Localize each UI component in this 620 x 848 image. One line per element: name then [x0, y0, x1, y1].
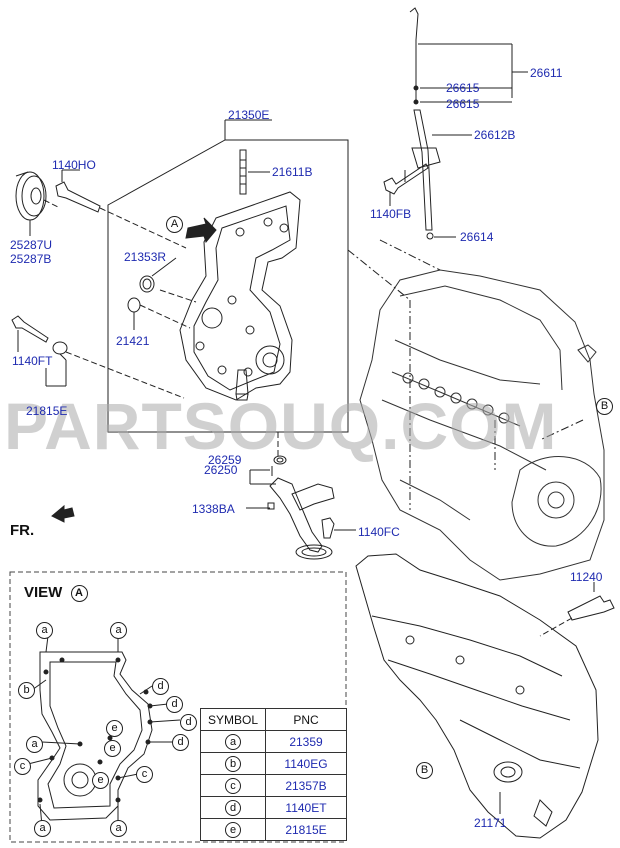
view-mark: a — [26, 736, 43, 753]
view-mark: d — [180, 714, 197, 731]
label-25287b[interactable]: 25287B — [10, 252, 52, 266]
label-21421[interactable]: 21421 — [116, 334, 150, 348]
label-21171[interactable]: 21171 — [474, 816, 507, 830]
table-row: e 21815E — [200, 818, 347, 841]
symbol-mark: d — [225, 799, 241, 816]
symbol-mark: b — [225, 755, 241, 772]
front-direction-label: FR. — [10, 522, 35, 539]
view-a-cover — [37, 651, 153, 821]
view-mark: a — [36, 622, 53, 639]
label-1140ft[interactable]: 1140FT — [12, 354, 53, 368]
label-26611[interactable]: 26611 — [530, 66, 563, 80]
view-mark: a — [34, 820, 51, 837]
view-mark: b — [18, 682, 35, 699]
view-mark: d — [166, 696, 183, 713]
bolt-1140ho — [55, 181, 101, 213]
callout-b-engine: B — [596, 398, 613, 415]
label-25287u[interactable]: 25287U — [10, 238, 53, 252]
oil-pan — [355, 553, 599, 839]
cover-frame — [107, 139, 349, 433]
timing-cover — [179, 191, 301, 401]
symbol-cell: e — [200, 818, 266, 841]
label-26614[interactable]: 26614 — [460, 230, 494, 244]
pnc-cell[interactable]: 1140ET — [265, 796, 347, 819]
label-26259[interactable]: 26259 — [208, 453, 242, 467]
label-21350e[interactable]: 21350E — [228, 108, 270, 122]
oil-strainer — [269, 455, 335, 560]
front-arrow — [51, 504, 75, 523]
view-a-title-text: VIEW — [24, 584, 63, 601]
label-1140ho[interactable]: 1140HO — [52, 158, 96, 172]
view-mark: e — [104, 740, 121, 757]
pnc-cell[interactable]: 1140EG — [265, 752, 347, 775]
symbol-mark: c — [225, 777, 241, 794]
view-a-frame — [9, 571, 347, 843]
table-row: b 1140EG — [200, 752, 347, 775]
symbol-mark: e — [225, 821, 241, 838]
dipstick — [409, 7, 441, 240]
view-mark: d — [152, 678, 169, 695]
bolt-1140ft — [11, 315, 49, 343]
table-row: d 1140ET — [200, 796, 347, 819]
label-21611b[interactable]: 21611B — [272, 165, 313, 179]
symbol-table-header: SYMBOL PNC — [200, 708, 347, 731]
view-mark: e — [92, 772, 109, 789]
damper-pulley — [15, 171, 47, 221]
symbol-table: SYMBOL PNC a 21359 b 1140EG c 21357B d 1… — [200, 708, 347, 841]
symbol-header: SYMBOL — [200, 708, 266, 731]
label-26615-upper[interactable]: 26615 — [446, 81, 480, 95]
label-26612b[interactable]: 26612B — [474, 128, 516, 142]
label-1338ba[interactable]: 1338BA — [192, 502, 235, 516]
view-a-letter: A — [70, 585, 88, 602]
view-mark: a — [110, 820, 127, 837]
label-11240[interactable]: 11240 — [570, 570, 603, 584]
watermark: PARTSOUQ.COM — [4, 389, 558, 463]
engine-block — [359, 269, 605, 581]
view-mark: d — [172, 734, 189, 751]
symbol-mark: a — [225, 733, 241, 750]
pnc-cell[interactable]: 21359 — [265, 730, 347, 753]
view-arrow — [185, 217, 217, 244]
callout-b-pan: B — [416, 762, 433, 779]
callout-a: A — [166, 216, 183, 233]
label-26250[interactable]: 26250 — [204, 463, 238, 477]
label-21815e[interactable]: 21815E — [26, 404, 68, 418]
symbol-cell: a — [200, 730, 266, 753]
label-26615-lower[interactable]: 26615 — [446, 97, 480, 111]
bolt-1140fb — [383, 163, 429, 195]
pnc-cell[interactable]: 21815E — [265, 818, 347, 841]
view-mark: c — [136, 766, 153, 783]
view-a-title: VIEW A — [24, 584, 88, 603]
pnc-header: PNC — [265, 708, 347, 731]
pnc-cell[interactable]: 21357B — [265, 774, 347, 797]
view-mark: e — [106, 720, 123, 737]
bolt-11240 — [567, 595, 615, 621]
bolt-1140fc — [321, 517, 335, 539]
symbol-cell: d — [200, 796, 266, 819]
view-mark: c — [14, 758, 31, 775]
stud-21611b — [239, 149, 247, 195]
table-row: a 21359 — [200, 730, 347, 753]
symbol-cell: c — [200, 774, 266, 797]
symbol-cell: b — [200, 752, 266, 775]
label-21353r[interactable]: 21353R — [124, 250, 167, 264]
table-row: c 21357B — [200, 774, 347, 797]
label-1140fb[interactable]: 1140FB — [370, 207, 412, 221]
label-1140fc[interactable]: 1140FC — [358, 525, 400, 539]
view-mark: a — [110, 622, 127, 639]
